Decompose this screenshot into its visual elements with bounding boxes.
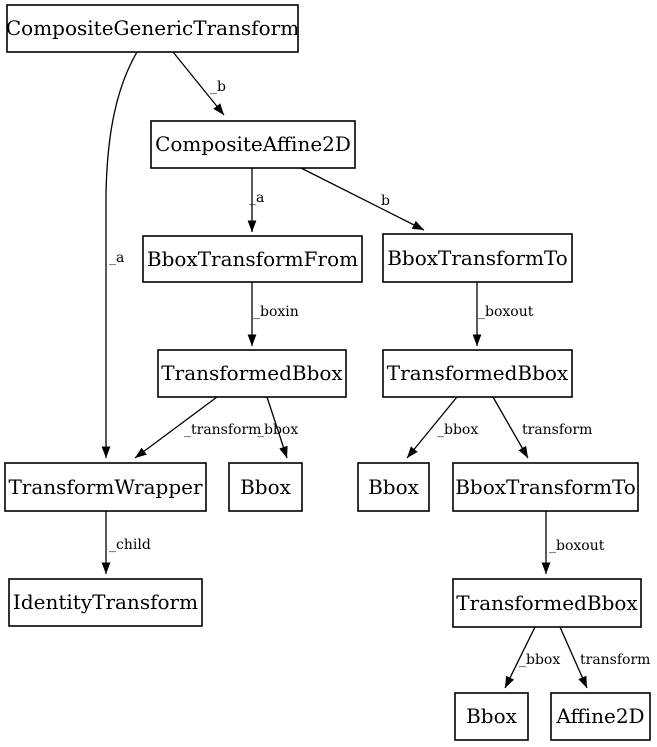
edge-label: _boxout — [549, 538, 605, 554]
edge-transformed-bbox-3-to-bbox-3: _bbox — [504, 626, 560, 689]
node-bbox-transform-to-2: BboxTransformTo — [452, 462, 639, 512]
node-label: IdentityTransform — [13, 590, 198, 614]
edge-label: transform — [522, 422, 592, 438]
node-identity-transform: IdentityTransform — [8, 578, 203, 627]
node-composite-affine2d: CompositeAffine2D — [150, 120, 356, 169]
node-transformed-bbox-1: TransformedBbox — [157, 349, 347, 398]
node-bbox-transform-to-1: BboxTransformTo — [382, 233, 573, 283]
node-label: CompositeGenericTransform — [6, 16, 299, 40]
node-transformed-bbox-3: TransformedBbox — [452, 578, 642, 628]
node-bbox-3: Bbox — [454, 692, 529, 741]
node-label: TransformedBbox — [387, 361, 569, 385]
edge-label: b — [381, 193, 390, 209]
node-label: BboxTransformFrom — [147, 247, 358, 271]
edge-label: _b — [210, 79, 226, 95]
edge-label: _bbox — [437, 422, 478, 438]
node-label: Bbox — [240, 475, 292, 499]
edge-label: _a — [109, 250, 124, 266]
edge-cgt-to-ca2d: _b — [172, 51, 226, 116]
node-label: Bbox — [368, 475, 420, 499]
node-bbox-1: Bbox — [228, 462, 303, 512]
node-label: TransformedBbox — [456, 591, 638, 615]
edge-label: _transform — [184, 422, 261, 438]
edge-ca2d-to-bbox-transform-to-1: b — [300, 167, 425, 231]
edge-cgt-to-transform-wrapper: _a — [101, 51, 138, 459]
node-composite-generic-transform: CompositeGenericTransform — [6, 4, 299, 53]
edge-transform-wrapper-to-identity-transform: _child — [101, 511, 151, 575]
edge-transformed-bbox-2-to-bbox-2: _bbox — [406, 396, 478, 459]
edge-bbox-transform-from-to-transformed-bbox-1: _boxin — [247, 282, 299, 347]
node-label: Affine2D — [555, 704, 644, 728]
node-bbox-transform-from: BboxTransformFrom — [142, 235, 363, 283]
edge-bbox-transform-to-2-to-transformed-bbox-3: _boxout — [541, 511, 605, 575]
edge-label: transform — [580, 652, 650, 668]
edge-label: _bbox — [519, 652, 560, 668]
edge-ca2d-to-bbox-transform-from: _a — [247, 168, 264, 233]
edge-label: _bbox — [257, 422, 298, 438]
node-transform-wrapper: TransformWrapper — [4, 462, 207, 512]
edge-transformed-bbox-1-to-transform-wrapper: _transform — [134, 396, 261, 459]
edge-label: _boxin — [253, 304, 299, 320]
node-label: BboxTransformTo — [387, 246, 568, 270]
node-label: BboxTransformTo — [455, 475, 636, 499]
edge-transformed-bbox-3-to-affine2d: transform — [559, 626, 650, 689]
edge-bbox-transform-to-1-to-transformed-bbox-2: _boxout — [472, 282, 534, 347]
node-label: CompositeAffine2D — [155, 132, 351, 156]
node-bbox-2: Bbox — [357, 462, 430, 512]
node-label: TransformedBbox — [161, 361, 343, 385]
node-label: Bbox — [466, 704, 518, 728]
node-transformed-bbox-2: TransformedBbox — [382, 349, 573, 398]
edge-label: _a — [249, 190, 264, 206]
node-affine2d: Affine2D — [550, 692, 651, 741]
edge-label: _boxout — [478, 304, 534, 320]
edge-transformed-bbox-2-to-bbox-transform-to-2: transform — [492, 396, 592, 459]
node-label: TransformWrapper — [8, 475, 203, 499]
edge-label: _child — [109, 537, 151, 553]
edge-transformed-bbox-1-to-bbox-1: _bbox — [257, 396, 298, 459]
